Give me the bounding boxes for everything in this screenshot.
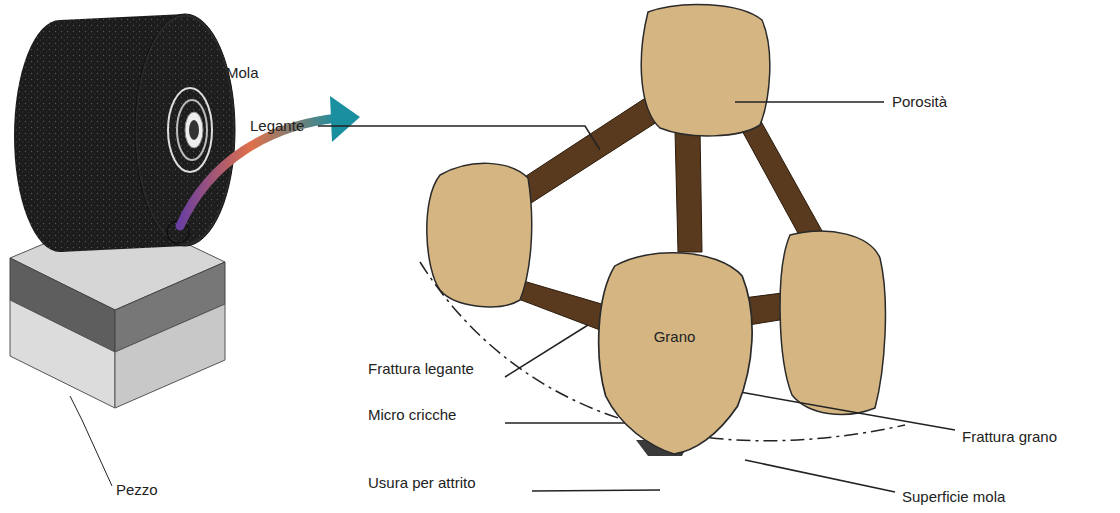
grain-label: Grano — [592, 246, 757, 346]
porosity-label: Porosità — [892, 93, 947, 111]
magnify-arrow — [180, 96, 360, 226]
binder-fracture-label: Frattura legante — [368, 360, 474, 378]
grain-fracture-label: Frattura grano — [962, 428, 1057, 446]
workpiece-label: Pezzo — [116, 481, 158, 499]
wear-label: Usura per attrito — [368, 474, 476, 492]
grain-outline — [592, 246, 757, 456]
grinding-wheel — [14, 14, 235, 486]
wheel-surface-label: Superficie mola — [902, 488, 1005, 506]
grain-node: Grano — [592, 246, 757, 456]
microcrack-label: Micro cricche — [368, 406, 456, 424]
leader-line — [318, 102, 955, 492]
wheel-label: Mola — [226, 64, 259, 82]
binder-label: Legante — [250, 117, 304, 135]
